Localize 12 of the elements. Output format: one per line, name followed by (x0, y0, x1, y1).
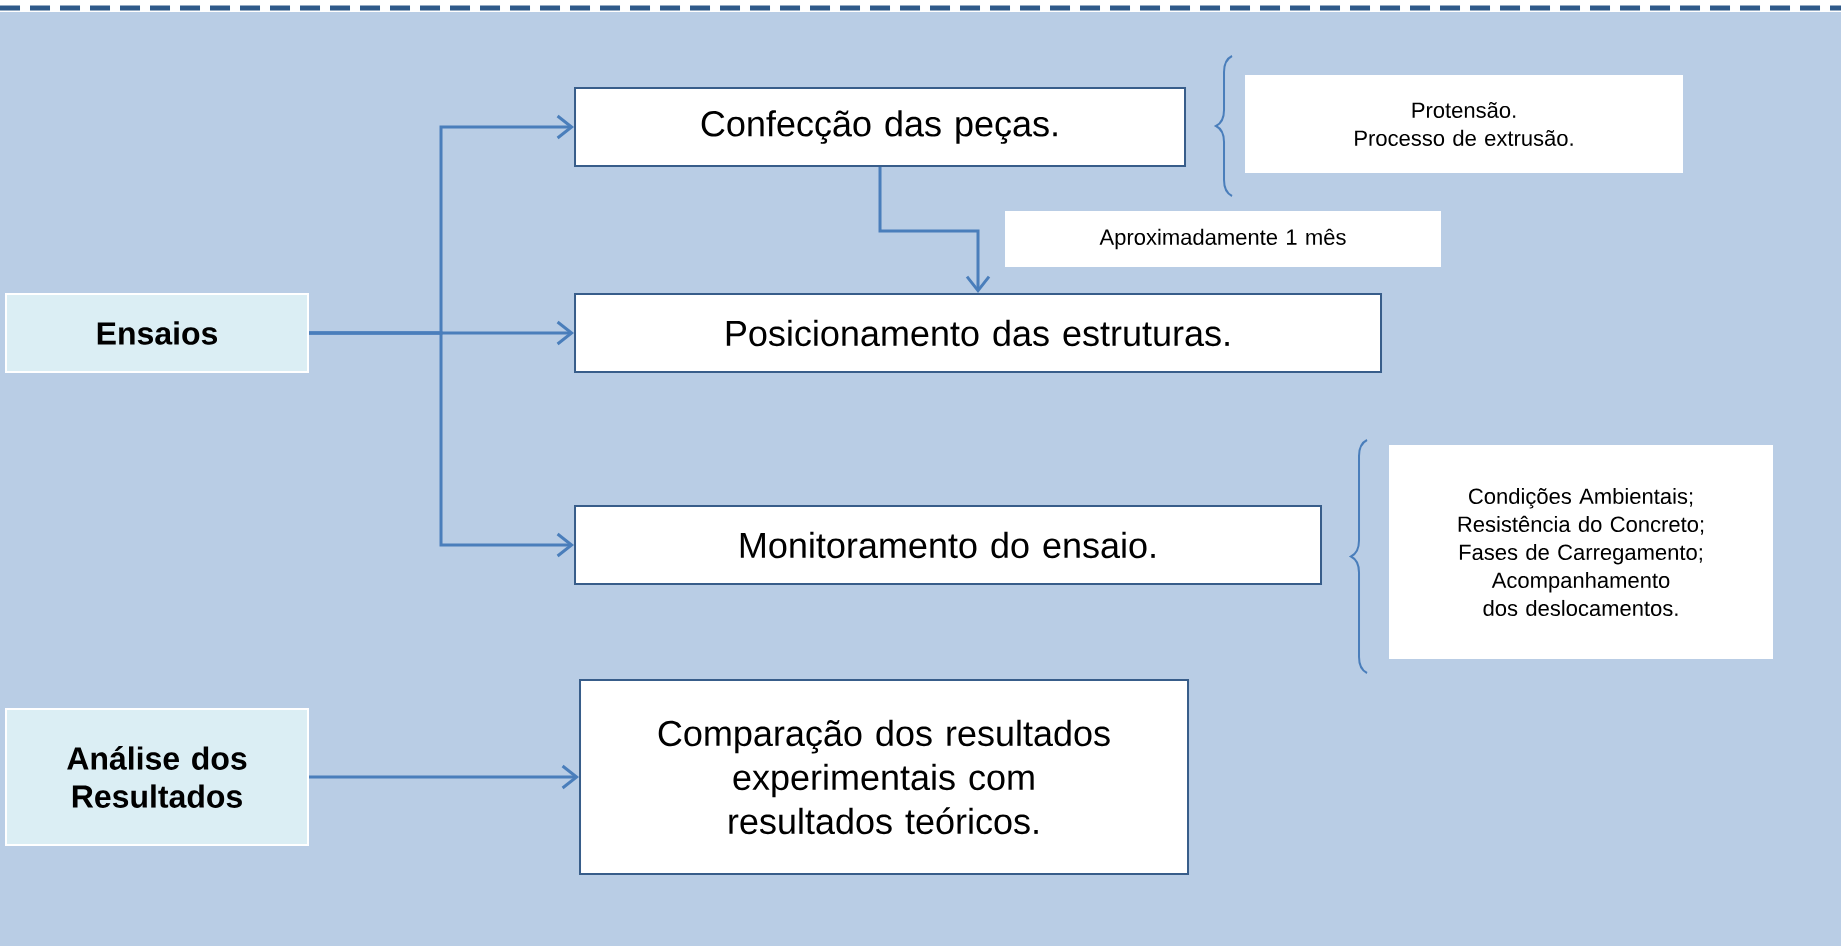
note-box: Protensão. Processo de extrusão. (1245, 75, 1683, 173)
process-box: Confecção das peças. (574, 87, 1186, 167)
process-box: Monitoramento do ensaio. (574, 505, 1322, 585)
arrow (309, 764, 579, 790)
arrow (309, 331, 574, 558)
category-box: Ensaios (5, 293, 309, 373)
arrow (878, 167, 991, 293)
duration-box: Aproximadamente 1 mês (1005, 211, 1441, 267)
note-box: Condições Ambientais; Resistência do Concreto; Fases de Carregamento; Acompanhamento dos deslocamentos. (1389, 445, 1773, 659)
process-box: Posicionamento das estruturas. (574, 293, 1382, 373)
category-box: Análise dos Resultados (5, 708, 309, 846)
process-box: Comparação dos resultados experimentais com resultados teóricos. (579, 679, 1189, 875)
